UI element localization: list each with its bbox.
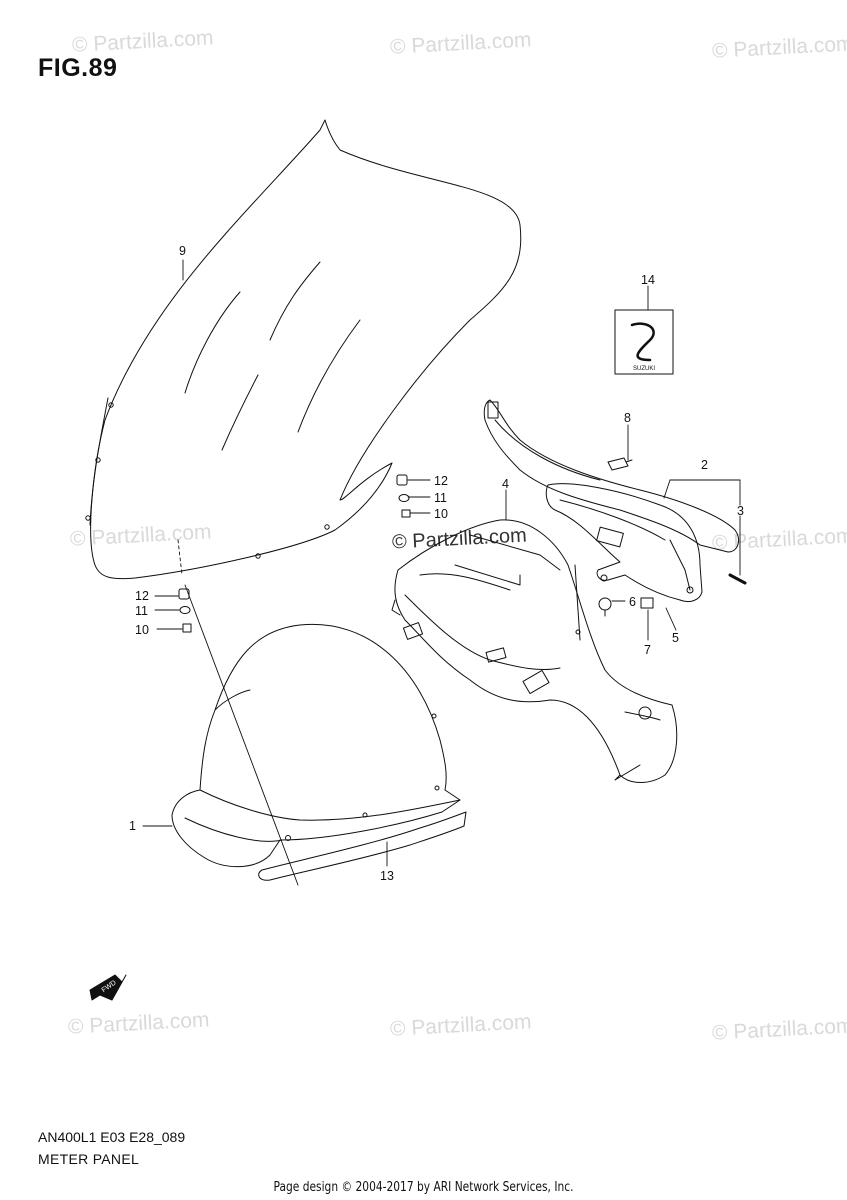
- callout-2: 2: [701, 458, 708, 472]
- fastener-set-upper[interactable]: [396, 474, 411, 518]
- clip-part-7[interactable]: [640, 597, 654, 609]
- panel-name: METER PANEL: [38, 1151, 140, 1167]
- callout-10-lower: 10: [135, 623, 149, 637]
- callout-10: 10: [434, 507, 448, 521]
- meter-bracket-part-5[interactable]: [545, 483, 703, 603]
- fwd-arrow: FWD: [89, 974, 127, 1001]
- inner-housing-part-4[interactable]: [391, 519, 678, 783]
- callout-8: 8: [624, 411, 631, 425]
- figure-title: FIG.89: [38, 54, 118, 82]
- callout-3: 3: [737, 504, 744, 518]
- model-code: AN400L1 E03 E28_089: [38, 1129, 186, 1145]
- callout-9: 9: [179, 244, 186, 258]
- callout-4: 4: [502, 477, 509, 491]
- fastener-part-6[interactable]: [598, 597, 612, 617]
- upper-trim-part-2[interactable]: [483, 399, 739, 553]
- screw-part-8[interactable]: [607, 457, 633, 471]
- callout-13: 13: [380, 869, 394, 883]
- callout-14: 14: [641, 273, 655, 287]
- fastener-set-lower[interactable]: [178, 588, 192, 633]
- callout-7: 7: [644, 643, 651, 657]
- callout-5: 5: [672, 631, 679, 645]
- callouts: 9 1 13 4 14 8 2 3 5 6 7 12 11 10 12 11 1…: [129, 244, 744, 883]
- callout-6: 6: [629, 595, 636, 609]
- callout-11-lower: 11: [135, 604, 148, 618]
- footer-copyright: Page design © 2004-2017 by ARI Network S…: [273, 1180, 574, 1195]
- meter-cover-part-1[interactable]: [171, 623, 461, 868]
- callout-12-lower: 12: [135, 589, 149, 603]
- callout-11: 11: [434, 491, 447, 505]
- windscreen-part-9[interactable]: [85, 119, 522, 580]
- badge-part-14[interactable]: SUZUKI: [614, 309, 674, 375]
- badge-text: SUZUKI: [633, 366, 655, 372]
- trim-strip-part-13[interactable]: [258, 811, 467, 881]
- callout-1: 1: [129, 819, 136, 833]
- pin-part-3[interactable]: [728, 573, 747, 585]
- leader-lines: [142, 259, 741, 886]
- callout-12: 12: [434, 474, 448, 488]
